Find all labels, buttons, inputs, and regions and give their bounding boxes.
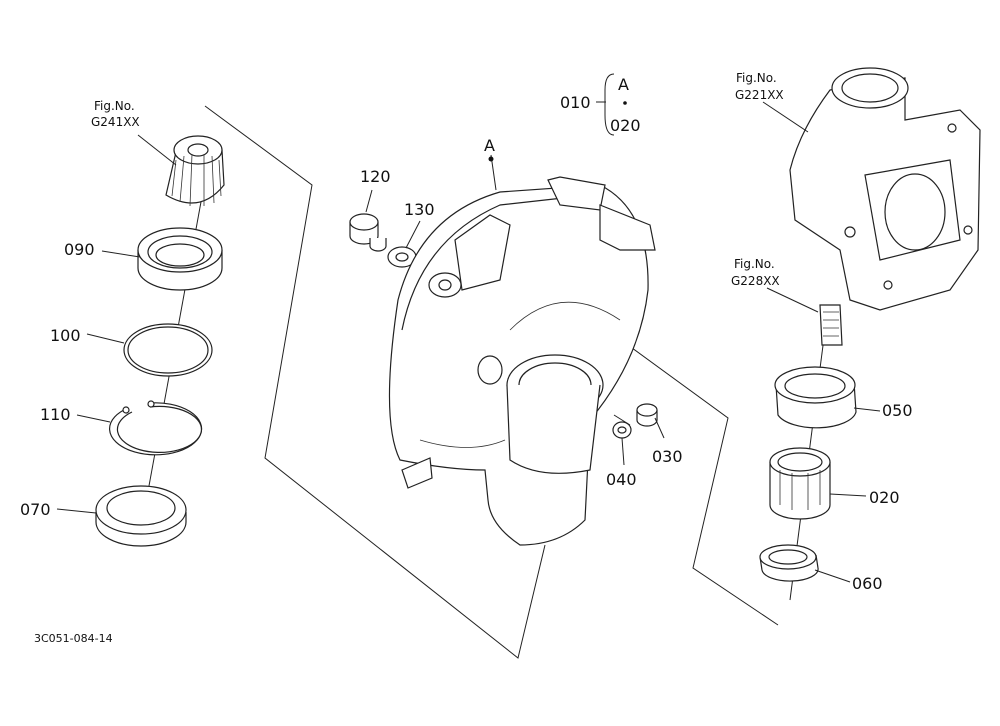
oil-seal [95,485,187,547]
plug [349,213,387,252]
label-070: 070 [20,500,51,519]
label-050: 050 [882,401,913,420]
label-020: 020 [869,488,900,507]
fig-ref-g228-code: G228XX [731,274,780,288]
washer [387,246,417,268]
collar [774,366,857,429]
label-020-group: 020 [610,116,641,135]
label-110: 110 [40,405,71,424]
pinion-gear [165,135,225,207]
label-120: 120 [360,167,391,186]
label-reference-a: A [484,136,495,155]
fig-ref-g221-code: G221XX [735,88,784,102]
figure-references: Fig.No. G241XX Fig.No. G221XX Fig.No. G2… [91,71,784,288]
fig-ref-g241-label: Fig.No. [94,99,135,113]
shaft-seal [759,544,819,582]
o-ring [123,323,213,377]
seal-washer [612,421,632,439]
fig-ref-g221-label: Fig.No. [736,71,777,85]
label-130: 130 [404,200,435,219]
label-040: 040 [606,470,637,489]
upper-gear-case [789,67,981,346]
label-030: 030 [652,447,683,466]
label-090: 090 [64,240,95,259]
screw [636,403,658,427]
label-group-a: A [618,75,629,94]
fig-ref-g228-label: Fig.No. [734,257,775,271]
drawing-code: 3C051-084-14 [34,632,113,645]
callout-labels: 010 A 020 120 130 090 100 110 070 050 02… [20,75,913,593]
reference-dot-a [488,156,494,162]
fig-ref-g241-code: G241XX [91,115,140,129]
snap-ring [109,400,203,456]
gear-case-housing [388,176,656,546]
label-010: 010 [560,93,591,112]
needle-bearing [769,447,831,520]
label-060: 060 [852,574,883,593]
ball-bearing [137,227,223,291]
label-100: 100 [50,326,81,345]
group-dot [623,101,627,105]
